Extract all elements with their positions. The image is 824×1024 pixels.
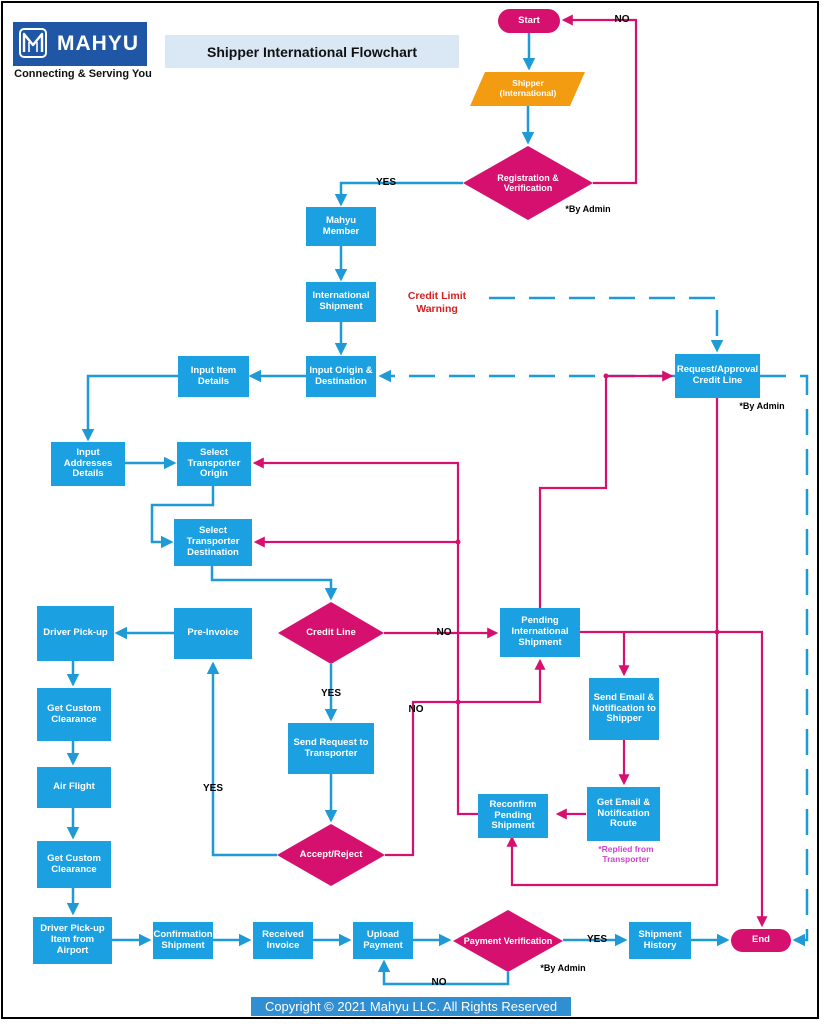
input-addresses-details-box[interactable]: Input Addresses Details — [51, 442, 125, 486]
registration-decision[interactable] — [463, 146, 593, 220]
by-admin-note: *By Admin — [739, 401, 785, 412]
input-item-details-box[interactable]: Input Item Details — [178, 356, 249, 397]
select-transporter-destination-box[interactable]: Select Transporter Destination — [174, 519, 252, 566]
request-approval-credit-line-box[interactable]: Request/Approval Credit Line — [675, 354, 760, 398]
accept-reject-label: Accept/Reject — [299, 848, 363, 860]
edge-warning-request — [489, 296, 724, 353]
international-shipment-box[interactable]: International Shipment — [306, 282, 376, 322]
edge-payment-no — [377, 959, 510, 986]
payment-verification-decision[interactable] — [453, 910, 563, 972]
confirmation-shipment-box[interactable]: Confirmation Shipment — [153, 922, 213, 959]
by-admin-note: *By Admin — [540, 963, 586, 974]
edge-label-yes: YES — [202, 783, 223, 795]
replied-from-transporter-note: *Replied from Transporter — [598, 844, 654, 865]
start-terminal[interactable] — [498, 9, 560, 33]
edge-request-end — [760, 374, 809, 947]
edge-destination-credit — [210, 566, 338, 601]
edge-origin-destination — [150, 486, 215, 549]
page-title: Shipper International Flowchart — [165, 35, 459, 68]
edge-registration-yes — [334, 181, 463, 207]
reconfirm-pending-shipment-box[interactable]: Reconfirm Pending Shipment — [478, 794, 548, 838]
junction-dot — [455, 539, 461, 545]
junction-dot — [714, 629, 720, 635]
copyright-banner: Copyright © 2021 Mahyu LLC. All Rights R… — [251, 997, 571, 1016]
edge-label-yes: YES — [586, 934, 607, 946]
pending-international-shipment-box[interactable]: Pending International Shipment — [500, 608, 580, 657]
payment-verification-label: Payment Verification — [463, 935, 553, 946]
get-custom-clearance-box[interactable]: Get Custom Clearance — [37, 841, 111, 888]
select-transporter-origin-box[interactable]: Select Transporter Origin — [177, 442, 251, 486]
shipment-history-box[interactable]: Shipment History — [629, 922, 691, 959]
edge-accept-yes-preinvoice — [206, 661, 277, 857]
received-invoice-box[interactable]: Received Invoice — [253, 922, 313, 959]
start-label: Start — [518, 14, 540, 26]
credit-line-decision[interactable] — [278, 602, 384, 664]
shipper-label: Shipper (International) — [499, 78, 557, 98]
edge-item-addresses — [81, 374, 178, 442]
registration-label: Registration & Verification — [497, 172, 559, 193]
credit-line-label: Credit Line — [306, 626, 356, 638]
get-custom-clearance-box[interactable]: Get Custom Clearance — [37, 688, 111, 741]
brand-name: MAHYU — [57, 32, 139, 55]
air-flight-box[interactable]: Air Flight — [37, 767, 111, 808]
credit-limit-warning: Credit Limit Warning — [407, 290, 467, 316]
edge-accept-no — [385, 658, 546, 857]
edge-label-no: NO — [431, 977, 447, 989]
edge-label-no: NO — [614, 14, 630, 26]
by-admin-note: *By Admin — [565, 204, 611, 215]
edge-label-yes: YES — [375, 177, 396, 189]
driver-pickup-airport-box[interactable]: Driver Pick-up Item from Airport — [33, 917, 112, 964]
edge-label-yes: YES — [320, 688, 341, 700]
end-label: End — [752, 934, 770, 946]
edge-label-no: NO — [436, 627, 452, 639]
junction-dot — [603, 373, 609, 379]
logo-m-icon — [22, 32, 44, 52]
brand-tagline: Connecting & Serving You — [14, 68, 152, 80]
end-terminal[interactable] — [731, 929, 791, 952]
pre-invoice-box[interactable]: Pre-Invoice — [174, 608, 252, 659]
accept-reject-decision[interactable] — [277, 824, 385, 886]
logo-mark-icon — [19, 28, 47, 58]
input-origin-destination-box[interactable]: Input Origin & Destination — [306, 356, 376, 397]
mahyu-member-box[interactable]: Mahyu Member — [306, 207, 376, 246]
get-email-notification-box[interactable]: Get Email & Notification Route — [587, 787, 660, 841]
mahyu-logo: MAHYU — [13, 22, 147, 66]
upload-payment-box[interactable]: Upload Payment — [353, 922, 413, 959]
send-email-notification-box[interactable]: Send Email & Notification to Shipper — [589, 678, 659, 740]
edge-pending-request — [538, 370, 674, 608]
driver-pickup-box[interactable]: Driver Pick-up — [37, 606, 114, 661]
send-request-transporter-box[interactable]: Send Request to Transporter — [288, 723, 374, 774]
edge-pending-end — [624, 630, 768, 928]
edge-pending-send-email — [580, 630, 630, 677]
edge-registration-no — [561, 14, 638, 185]
edge-label-no: NO — [408, 704, 424, 716]
edge-reconfirm-origin — [252, 457, 478, 816]
edge-request-reconfirm — [506, 398, 719, 887]
shipper-io-shape[interactable] — [470, 72, 585, 106]
junction-dot — [455, 699, 461, 705]
